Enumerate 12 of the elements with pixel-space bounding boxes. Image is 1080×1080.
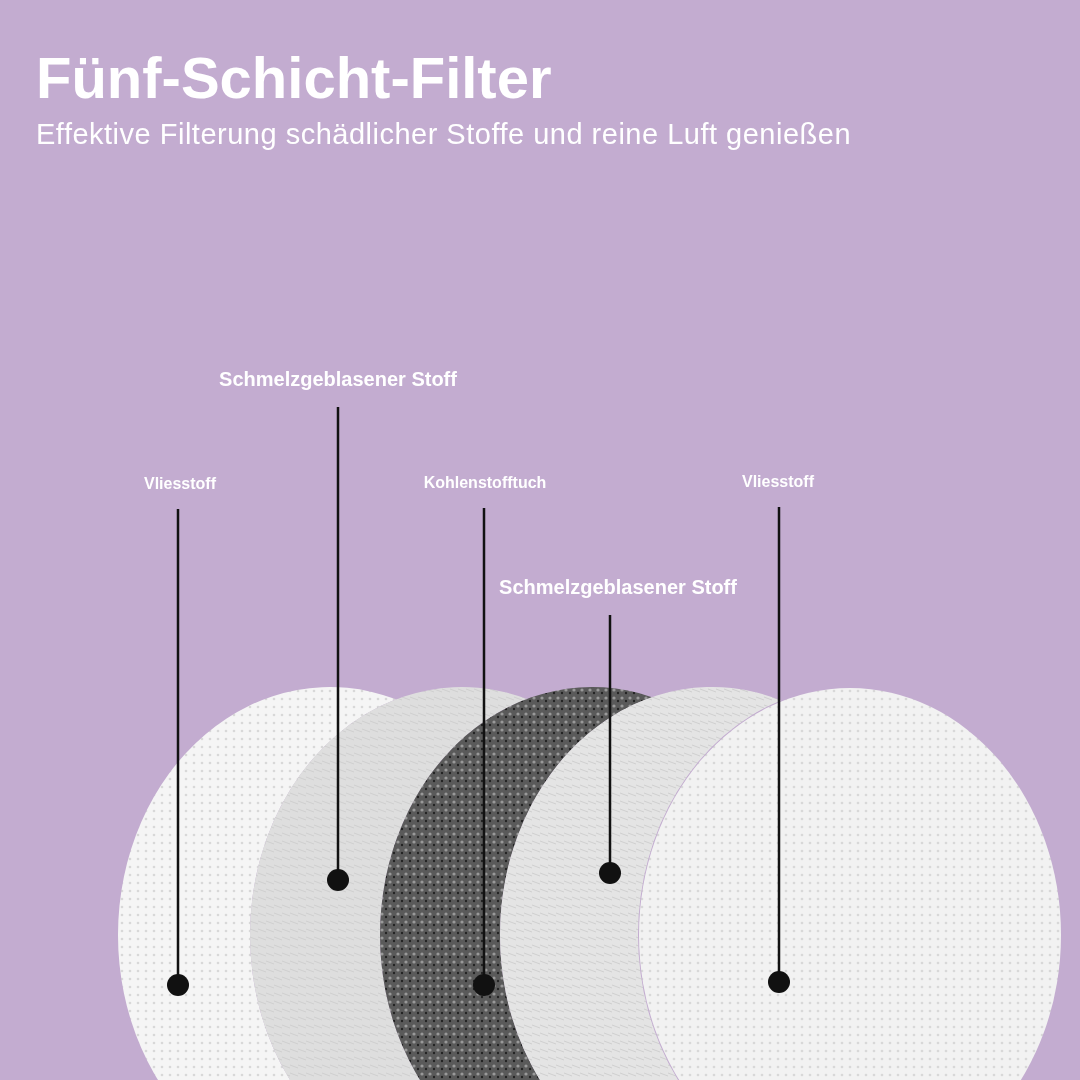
layer-label: Vliesstoff (742, 473, 814, 491)
layer-label: Vliesstoff (144, 475, 216, 493)
leader-line (599, 615, 621, 884)
layer-label: Schmelzgeblasener Stoff (499, 576, 737, 599)
layer-label: Schmelzgeblasener Stoff (219, 368, 457, 391)
leader-line (768, 507, 790, 993)
leader-line (473, 508, 495, 996)
leader-line (327, 407, 349, 891)
subtitle: Effektive Filterung schädlicher Stoffe und reine Luft genießen (36, 118, 852, 151)
layer-label: Kohlenstofftuch (423, 474, 547, 492)
title: Fünf-Schicht-Filter (36, 44, 552, 111)
leader-line (167, 509, 189, 996)
